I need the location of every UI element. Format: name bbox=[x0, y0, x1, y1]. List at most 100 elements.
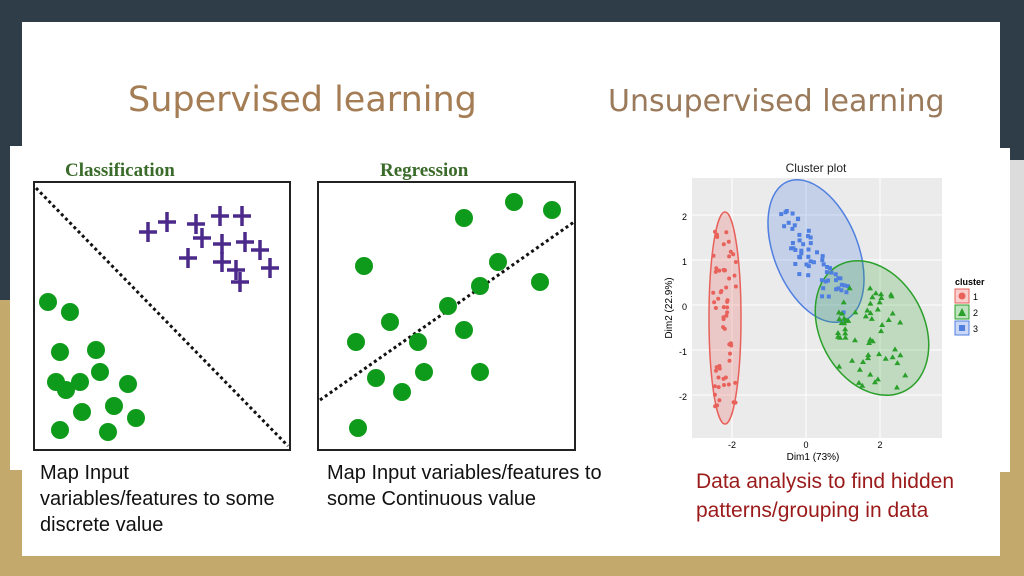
cluster1-point bbox=[721, 305, 726, 310]
y-tick-neg2: -2 bbox=[679, 392, 687, 402]
cluster3-point bbox=[793, 262, 798, 266]
cluster2-point bbox=[851, 337, 858, 343]
title-unsupervised: Unsupervised learning bbox=[608, 84, 945, 119]
cluster3-point bbox=[828, 266, 832, 271]
cluster1-point bbox=[713, 229, 717, 234]
cluster1-point bbox=[725, 310, 730, 315]
cluster-plot-svg: Cluster plot 2 1 0 -1 -2 -2 0 2 Dim1 (73… bbox=[664, 161, 985, 463]
cluster2-point bbox=[867, 371, 874, 377]
cluster3-point bbox=[820, 258, 825, 263]
cluster2-point bbox=[889, 310, 896, 316]
cluster3-point bbox=[790, 241, 795, 245]
classification-frame bbox=[33, 181, 291, 451]
regression-point bbox=[367, 369, 385, 387]
cluster2-point bbox=[849, 357, 856, 363]
cluster3-point bbox=[799, 251, 804, 256]
cluster2-point bbox=[872, 290, 879, 296]
class-circle bbox=[51, 421, 69, 439]
cluster2-point bbox=[865, 352, 872, 358]
cluster1-point bbox=[732, 273, 737, 278]
cluster3-point bbox=[826, 278, 830, 283]
cluster2-point bbox=[842, 326, 849, 332]
cluster3-point bbox=[824, 270, 829, 275]
cluster3-point bbox=[806, 247, 811, 252]
cluster2-point bbox=[871, 379, 878, 385]
cluster1-point bbox=[728, 341, 733, 346]
regression-point bbox=[409, 333, 427, 351]
cluster2-point bbox=[835, 330, 842, 336]
cluster1-point bbox=[717, 268, 722, 273]
class-b-circle-marks bbox=[39, 293, 145, 441]
cluster3-point bbox=[839, 288, 844, 293]
cluster3-point bbox=[782, 224, 787, 229]
legend-title: cluster bbox=[955, 277, 985, 287]
x-tick-2: 2 bbox=[877, 440, 882, 450]
cluster3-point bbox=[801, 242, 806, 247]
cluster-plot-figure: Cluster plot 2 1 0 -1 -2 -2 0 2 Dim1 (73… bbox=[658, 148, 1010, 472]
regression-title: Regression bbox=[380, 160, 469, 181]
cluster3-point bbox=[797, 238, 802, 243]
regression-point bbox=[347, 333, 365, 351]
cluster1-point bbox=[711, 290, 716, 295]
regression-point bbox=[543, 201, 561, 219]
class-circle bbox=[105, 397, 123, 415]
cluster2-point bbox=[867, 336, 874, 342]
cluster2-point bbox=[885, 316, 892, 322]
regression-point bbox=[505, 193, 523, 211]
cluster-points bbox=[711, 209, 909, 409]
cluster3-point bbox=[806, 234, 810, 239]
cluster2-point bbox=[889, 354, 896, 360]
regression-point bbox=[393, 383, 411, 401]
cluster3-point bbox=[834, 278, 838, 283]
cluster1-point bbox=[726, 239, 731, 244]
cluster1-point bbox=[711, 253, 716, 258]
cluster2-point bbox=[878, 291, 885, 297]
cluster1-point bbox=[714, 266, 719, 271]
cluster2-point bbox=[865, 355, 872, 361]
cluster2-point bbox=[878, 328, 885, 334]
cluster3-point bbox=[806, 264, 811, 269]
cluster2-point bbox=[876, 299, 883, 305]
cluster1-point bbox=[727, 358, 732, 363]
cluster3-point bbox=[779, 212, 784, 217]
cluster3-point bbox=[799, 248, 804, 253]
cluster2-point bbox=[856, 366, 863, 372]
cluster3-point bbox=[823, 279, 828, 284]
regression-frame bbox=[317, 181, 576, 451]
cluster3-point bbox=[820, 254, 825, 259]
cluster1-point bbox=[731, 252, 736, 257]
cluster3-point bbox=[821, 286, 826, 291]
cluster2-point bbox=[859, 382, 866, 388]
cluster2-point bbox=[874, 306, 881, 312]
cluster1-point bbox=[733, 284, 738, 289]
class-circle bbox=[61, 303, 79, 321]
cluster1-point bbox=[721, 315, 726, 320]
cluster2-point bbox=[893, 384, 900, 390]
class-circle bbox=[39, 293, 57, 311]
cluster3-point bbox=[839, 282, 844, 287]
regression-caption: Map Input variables/features to some Con… bbox=[327, 462, 602, 510]
regression-point bbox=[415, 363, 433, 381]
cluster3-point bbox=[789, 246, 794, 251]
cluster2-point bbox=[842, 334, 849, 340]
cluster3-point bbox=[834, 287, 839, 292]
cluster3-point bbox=[845, 284, 850, 289]
x-tick-neg2: -2 bbox=[728, 440, 736, 450]
cluster3-point bbox=[806, 273, 811, 278]
supervised-figure-svg: Classification Regression bbox=[33, 160, 576, 451]
cluster2-point bbox=[888, 293, 895, 299]
cluster3-point bbox=[797, 232, 802, 237]
cluster1-point bbox=[721, 325, 726, 330]
cluster1-point bbox=[733, 260, 738, 264]
cluster1-point bbox=[713, 306, 718, 310]
cluster3-point bbox=[808, 241, 813, 246]
cluster1-point bbox=[728, 351, 732, 356]
regression-point bbox=[455, 209, 473, 227]
cluster3-point bbox=[797, 272, 802, 277]
cluster1-point bbox=[724, 230, 729, 235]
cluster3-point bbox=[815, 250, 819, 255]
cluster1-point bbox=[716, 296, 721, 301]
cluster2-point bbox=[882, 355, 889, 361]
regression-point bbox=[439, 297, 457, 315]
cluster1-point bbox=[715, 232, 719, 237]
